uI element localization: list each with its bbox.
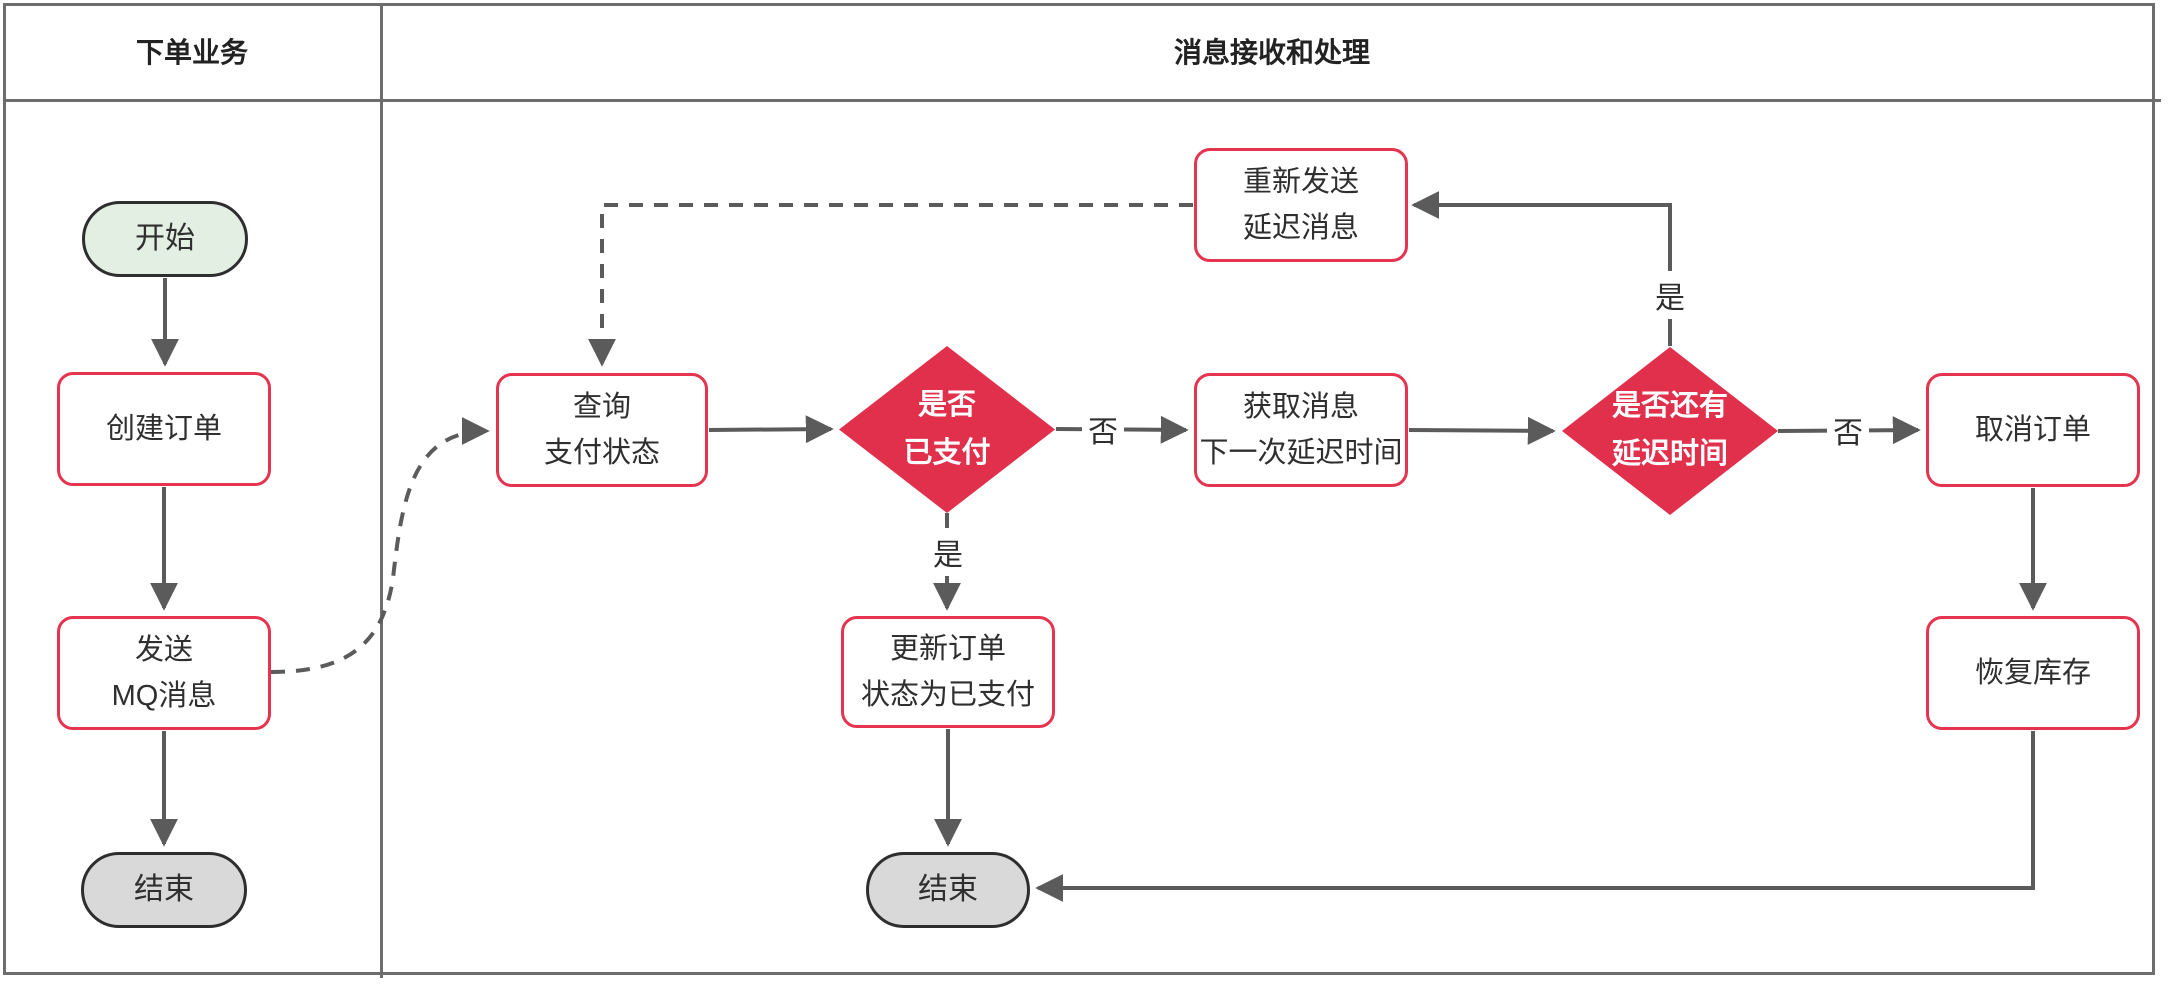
node-update-order[interactable]: 更新订单 状态为已支付	[841, 616, 1055, 728]
node-resend-delay-line2: 延迟消息	[1242, 212, 1359, 244]
node-resend-delay-line1: 重新发送	[1242, 165, 1359, 198]
lane-divider	[380, 3, 383, 978]
node-end-bottom-label: 结束	[918, 873, 978, 906]
node-query-status-line1: 查询	[572, 390, 631, 423]
node-end-left-label: 结束	[134, 873, 194, 906]
node-is-paid-line2: 已支付	[903, 436, 991, 469]
lane-header-message: 消息接收和处理	[383, 3, 2161, 99]
edge-resend-query-dashed	[588, 203, 1193, 367]
node-end-bottom[interactable]: 结束	[866, 852, 1030, 928]
lane-header-order: 下单业务	[3, 3, 381, 99]
node-create-order[interactable]: 创建订单	[57, 372, 271, 486]
node-has-delay-line1: 是否还有	[1611, 390, 1728, 423]
edge-getmessage-hasdelay	[1408, 416, 1556, 445]
edge-label-delay-yes: 是	[1649, 271, 1691, 319]
node-send-mq[interactable]: 发送 MQ消息	[57, 616, 271, 730]
edge-send-query-dashed	[270, 417, 490, 674]
node-end-left[interactable]: 结束	[81, 852, 247, 928]
edge-restore-endbottom	[1035, 731, 2035, 902]
node-update-order-line2: 状态为已支付	[860, 679, 1035, 711]
node-send-mq-line2: MQ消息	[111, 680, 217, 712]
node-query-status-line2: 支付状态	[543, 437, 660, 469]
node-restore-stock-label: 恢复库存	[1974, 656, 2091, 689]
node-get-message-line1: 获取消息	[1242, 390, 1359, 423]
node-cancel-order-label: 取消订单	[1974, 413, 2091, 446]
lane-header-divider	[3, 99, 2161, 102]
lane-title-message: 消息接收和处理	[1173, 37, 1370, 68]
edge-label-paid-no: 否	[1082, 405, 1124, 453]
node-query-status[interactable]: 查询 支付状态	[496, 373, 708, 487]
node-send-mq-line1: 发送	[134, 633, 193, 666]
node-resend-delay[interactable]: 重新发送 延迟消息	[1194, 148, 1408, 262]
lane-title-order: 下单业务	[135, 37, 248, 68]
node-create-order-label: 创建订单	[105, 412, 222, 445]
node-get-message[interactable]: 获取消息 下一次延迟时间	[1194, 373, 1408, 487]
node-start-label: 开始	[135, 222, 195, 255]
node-start[interactable]: 开始	[82, 201, 248, 277]
node-cancel-order[interactable]: 取消订单	[1926, 373, 2140, 487]
edge-query-ispaid	[708, 415, 834, 444]
edge-label-delay-no: 否	[1827, 406, 1869, 454]
edge-label-paid-yes: 是	[927, 528, 969, 576]
swimlane-frame	[3, 3, 2155, 975]
node-get-message-line2: 下一次延迟时间	[1199, 437, 1403, 469]
node-restore-stock[interactable]: 恢复库存	[1926, 616, 2140, 730]
node-has-delay-line2: 延迟时间	[1611, 438, 1728, 470]
node-is-paid-line1: 是否	[917, 388, 976, 421]
edge-hasdelay-resend	[1411, 191, 1672, 346]
node-update-order-line1: 更新订单	[889, 632, 1006, 665]
